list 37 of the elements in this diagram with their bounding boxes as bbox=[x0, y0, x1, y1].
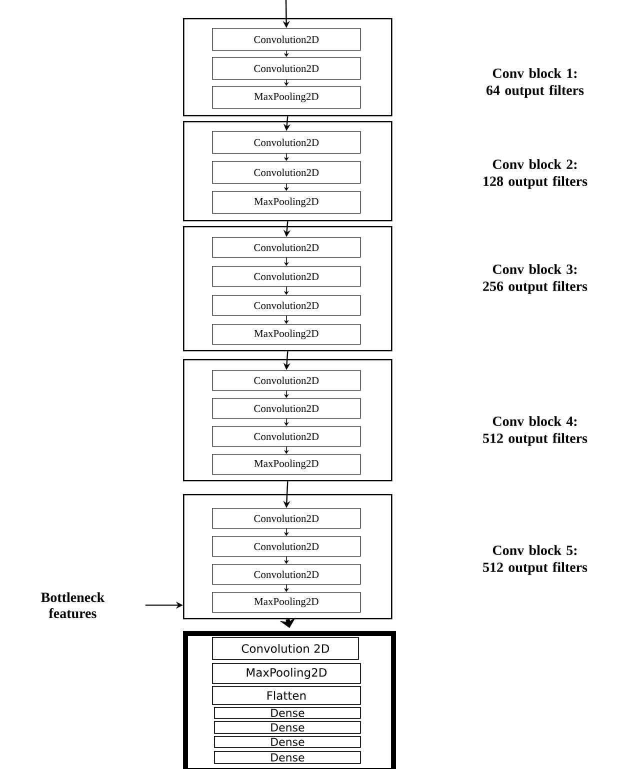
layer-box: Convolution2D bbox=[212, 237, 361, 258]
layer-box: Convolution 2D bbox=[212, 637, 359, 660]
block-caption: Conv block 1: 64 output filters bbox=[486, 68, 584, 98]
layer-box: Convolution2D bbox=[212, 426, 361, 447]
layer-box: Dense bbox=[214, 707, 361, 719]
block-frame bbox=[183, 226, 392, 352]
layer-box: Dense bbox=[214, 751, 361, 764]
block-caption: Conv block 2: 128 output filters bbox=[484, 159, 588, 189]
layer-box: MaxPooling2D bbox=[212, 592, 361, 613]
block-frame bbox=[183, 121, 392, 222]
block-frame bbox=[183, 631, 396, 769]
layer-box: Convolution2D bbox=[212, 536, 361, 557]
layer-box: Convolution2D bbox=[212, 564, 361, 585]
layer-box: Convolution2D bbox=[212, 508, 361, 529]
layer-box: Convolution2D bbox=[212, 266, 361, 287]
layer-box: MaxPooling2D bbox=[212, 86, 361, 109]
block-caption: Conv block 5: 512 output filters bbox=[483, 545, 588, 575]
layer-box: Dense bbox=[214, 736, 361, 748]
layer-box: Convolution2D bbox=[212, 370, 361, 391]
layer-box: MaxPooling2D bbox=[212, 663, 361, 684]
layer-box: Convolution2D bbox=[212, 295, 361, 316]
layer-box: Flatten bbox=[212, 686, 361, 705]
layer-box: Dense bbox=[214, 721, 361, 734]
layer-box: Convolution2D bbox=[212, 161, 361, 184]
layer-box: MaxPooling2D bbox=[212, 454, 361, 475]
layer-box: Convolution2D bbox=[212, 131, 361, 154]
layer-box: MaxPooling2D bbox=[212, 324, 361, 345]
annotation-text: Bottleneck features bbox=[41, 592, 105, 618]
layer-box: Convolution2D bbox=[212, 57, 361, 80]
block-caption: Conv block 3: 256 output filters bbox=[483, 264, 588, 294]
layer-box: Convolution2D bbox=[212, 28, 361, 51]
block-frame bbox=[183, 359, 392, 482]
block-caption: Conv block 4: 512 output filters bbox=[483, 416, 588, 446]
layer-box: MaxPooling2D bbox=[212, 191, 361, 214]
block-frame bbox=[183, 494, 392, 620]
layer-box: Convolution2D bbox=[212, 398, 361, 419]
block-frame bbox=[183, 18, 392, 116]
